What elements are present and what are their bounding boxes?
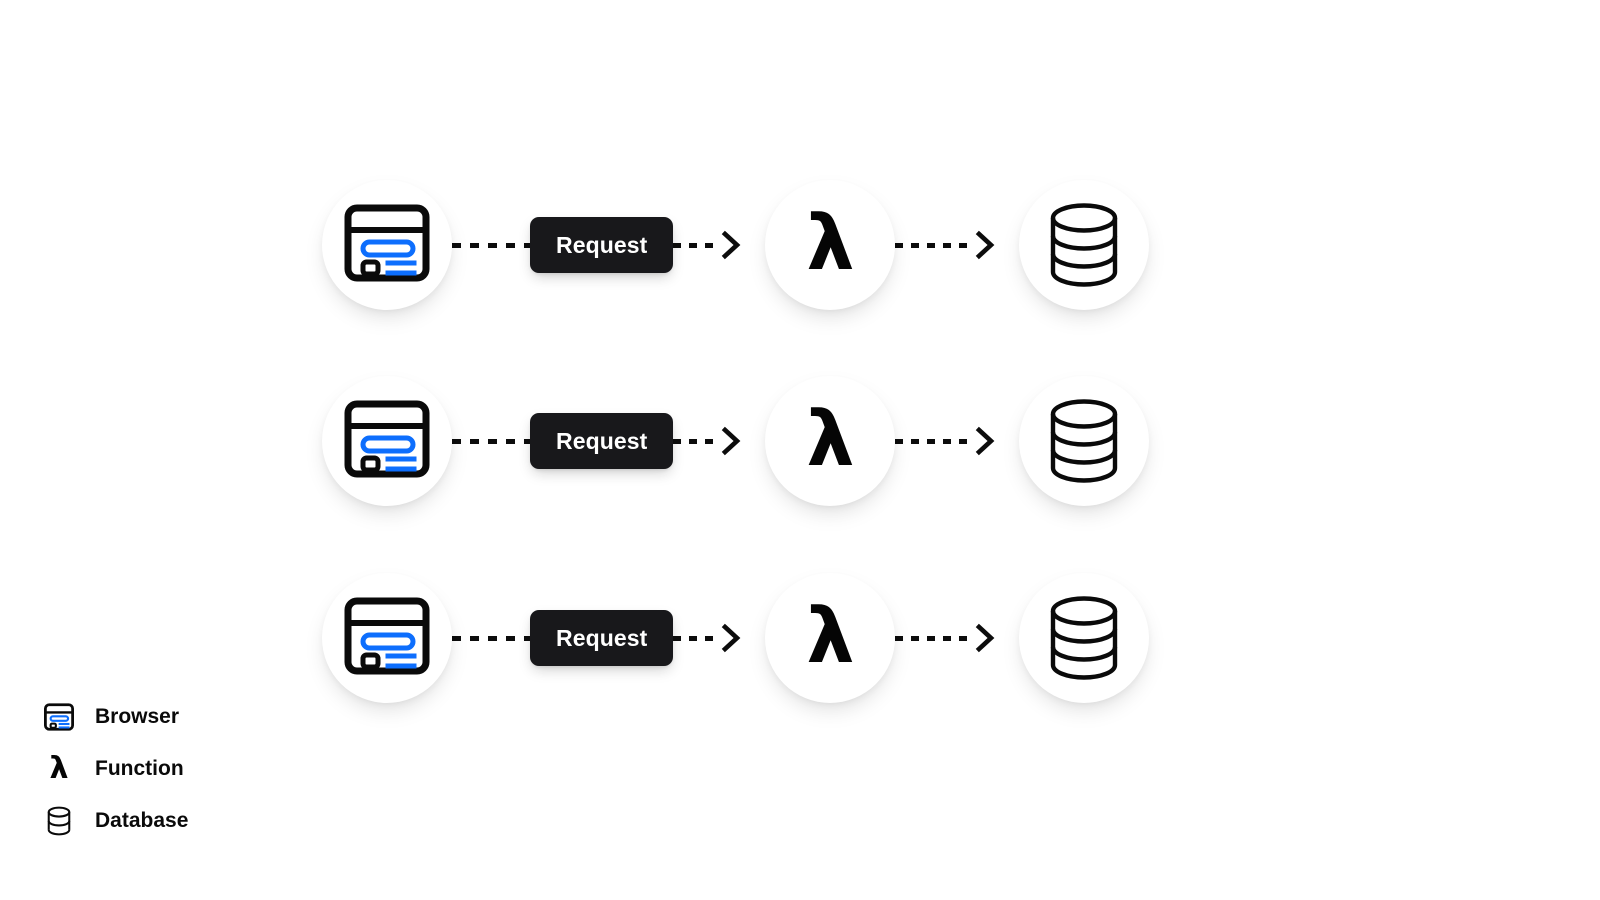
- request-badge[interactable]: Request: [530, 610, 674, 666]
- dashed-line: [673, 635, 720, 641]
- database-cylinder-icon: [42, 804, 76, 838]
- legend-label: Database: [95, 809, 189, 832]
- request-badge[interactable]: Request: [530, 413, 674, 469]
- connector-browser-to-request: [452, 625, 530, 651]
- browser-window-icon: [344, 597, 430, 680]
- browser-window-icon: [42, 700, 76, 734]
- chevron-right-arrow-icon: [976, 230, 995, 260]
- dashed-line: [895, 438, 974, 444]
- function-node[interactable]: λ: [765, 376, 896, 506]
- legend-label: Browser: [95, 705, 180, 728]
- browser-node[interactable]: [322, 376, 452, 506]
- legend-item-function: λ Function: [42, 752, 188, 786]
- legend-item-database: Database: [42, 804, 188, 838]
- function-node[interactable]: λ: [765, 180, 896, 310]
- database-node[interactable]: [1019, 180, 1150, 310]
- chevron-right-arrow-icon: [722, 426, 741, 456]
- connector-request-to-function: [673, 623, 741, 653]
- connector-request-to-function: [673, 230, 741, 260]
- database-cylinder-icon: [1051, 596, 1118, 680]
- database-cylinder-icon: [1051, 203, 1118, 287]
- lambda-icon: λ: [806, 591, 855, 680]
- database-node[interactable]: [1019, 376, 1150, 506]
- lambda-glyph: λ: [49, 751, 69, 786]
- connector-browser-to-request: [452, 232, 530, 258]
- connector-request-to-function: [673, 426, 741, 456]
- browser-window-icon: [344, 204, 430, 287]
- legend-label: Function: [95, 757, 184, 780]
- flow-row: Request λ: [322, 573, 1222, 703]
- request-badge[interactable]: Request: [530, 217, 674, 273]
- dashed-line: [895, 242, 974, 248]
- database-node[interactable]: [1019, 573, 1150, 703]
- legend: Browser λ Function Database: [42, 700, 188, 838]
- dashed-line: [452, 438, 530, 444]
- lambda-icon: λ: [806, 198, 855, 287]
- chevron-right-arrow-icon: [976, 426, 995, 456]
- connector-browser-to-request: [452, 428, 530, 454]
- connector-function-to-database: [895, 623, 995, 653]
- dashed-line: [452, 242, 530, 248]
- flow-row: Request λ: [322, 180, 1222, 310]
- lambda-icon: λ: [42, 752, 76, 786]
- chevron-right-arrow-icon: [976, 623, 995, 653]
- dashed-line: [452, 635, 530, 641]
- dashed-line: [673, 438, 720, 444]
- function-node[interactable]: λ: [765, 573, 896, 703]
- dashed-line: [673, 242, 720, 248]
- connector-function-to-database: [895, 230, 995, 260]
- lambda-icon: λ: [806, 394, 855, 483]
- browser-node[interactable]: [322, 180, 452, 310]
- browser-node[interactable]: [322, 573, 452, 703]
- database-cylinder-icon: [1051, 399, 1118, 483]
- dashed-line: [895, 635, 974, 641]
- connector-function-to-database: [895, 426, 995, 456]
- chevron-right-arrow-icon: [722, 230, 741, 260]
- legend-item-browser: Browser: [42, 700, 188, 734]
- browser-window-icon: [344, 400, 430, 483]
- chevron-right-arrow-icon: [722, 623, 741, 653]
- flow-row: Request λ: [322, 376, 1222, 506]
